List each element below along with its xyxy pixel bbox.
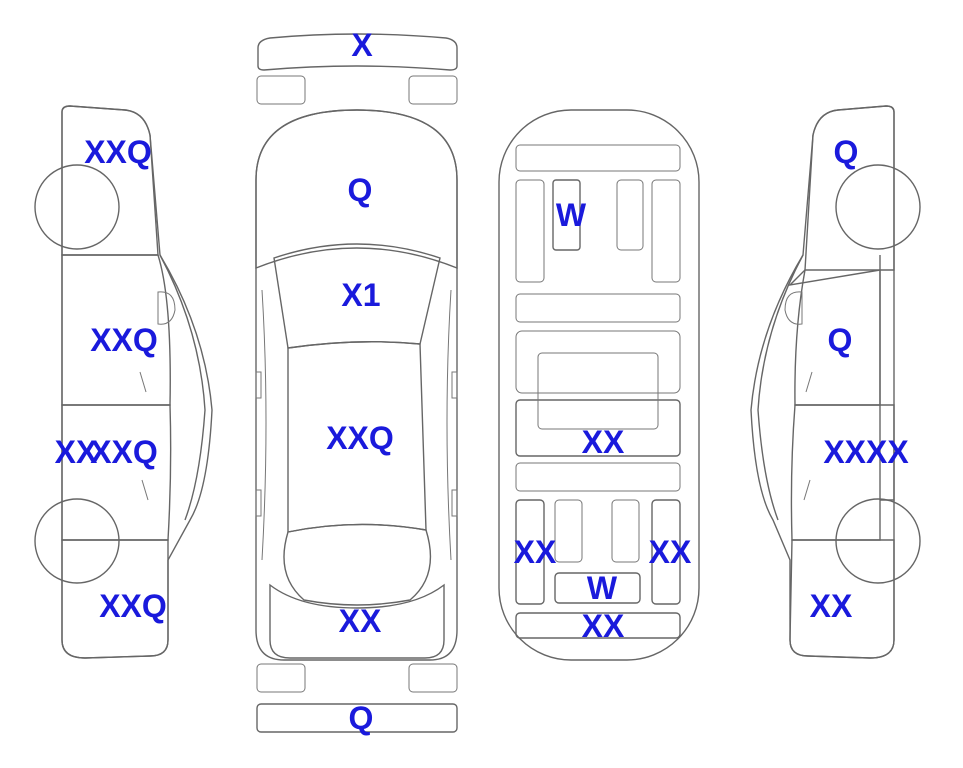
rear-left-taillight	[256, 663, 306, 693]
right-rear-door[interactable]	[790, 404, 895, 541]
left-rear-door-handle	[141, 479, 149, 501]
floor-rear-right-label: XX	[649, 534, 692, 570]
floor-rear-center-label: W	[587, 570, 618, 606]
left-side-body-outline	[61, 105, 213, 659]
right-rear-fender[interactable]	[789, 539, 895, 659]
right-rear-door-label: XXXX	[823, 434, 909, 470]
front-left-headlight	[256, 75, 306, 105]
rear-bumper-label: Q	[349, 700, 374, 736]
left-rear-door[interactable]	[61, 404, 172, 541]
floor-rear-crossbar	[515, 462, 681, 492]
front-bumper-label: X	[351, 27, 373, 63]
trunk-label: XX	[339, 603, 382, 639]
floor-center[interactable]	[515, 399, 681, 457]
left-side-line	[261, 289, 267, 561]
left-side-window-outline	[159, 254, 206, 521]
floor-center-tunnel	[537, 352, 659, 430]
left-mirror-top	[255, 371, 262, 399]
left-rear-door-label: XXQ	[90, 434, 158, 470]
right-rear-door-handle	[803, 479, 811, 501]
floor-front-left[interactable]	[552, 179, 581, 251]
left-front-door-handle	[139, 371, 147, 393]
left-rear-wheel	[34, 498, 120, 584]
floor-rear-right[interactable]	[651, 499, 681, 605]
floor-rear-panel-label: XX	[582, 608, 625, 644]
rear-right-taillight	[408, 663, 458, 693]
floor-center-frame	[515, 330, 681, 394]
left-front-fender-label: XXQ	[84, 134, 152, 170]
hood[interactable]	[255, 109, 458, 270]
rear-bumper[interactable]	[256, 703, 458, 733]
right-side-line	[446, 289, 452, 561]
left-rear-fender[interactable]	[61, 539, 169, 659]
hood-label: Q	[348, 172, 373, 208]
right-rear-fender-label: XX	[810, 588, 853, 624]
windshield-label: X1	[341, 277, 380, 313]
top-view: X Q X1 XXQ XX Q	[255, 27, 458, 736]
floor-rear-left-member	[554, 499, 583, 563]
floor-mid-crossbar	[515, 293, 681, 323]
right-side-view: Q Q XXXX XX	[750, 105, 921, 659]
floor-view: W XX XX XX W XX	[498, 109, 700, 661]
right-front-door-label: Q	[828, 322, 853, 358]
floor-rear-panel[interactable]	[515, 612, 681, 639]
left-side-mirror	[157, 291, 176, 325]
front-right-headlight	[408, 75, 458, 105]
right-front-fender[interactable]	[787, 105, 895, 287]
right-front-wheel	[835, 164, 921, 250]
floor-rear-right-member	[611, 499, 640, 563]
floor-center-label: XX	[582, 424, 625, 460]
floor-front-crossbar	[515, 144, 681, 172]
right-front-door-handle	[805, 371, 813, 393]
trunk[interactable]	[269, 583, 445, 659]
floor-rear-left-label: XX	[514, 534, 557, 570]
floor-rear-left[interactable]	[515, 499, 545, 605]
roof-label: XXQ	[326, 420, 394, 456]
floor-outline	[498, 109, 700, 661]
floor-rear-center[interactable]	[554, 572, 641, 604]
right-rear-wheel	[835, 498, 921, 584]
right-front-fender-label: Q	[834, 134, 859, 170]
right-mirror-top	[451, 371, 458, 399]
right-side-window-outline	[757, 254, 804, 521]
right-handle-top	[451, 489, 458, 517]
left-rear-door-extra-label: XX	[55, 434, 98, 470]
front-bumper[interactable]	[257, 33, 458, 71]
right-side-mirror	[784, 291, 803, 325]
floor-front-rail-right	[651, 179, 681, 283]
left-front-door-label: XXQ	[90, 322, 158, 358]
rear-window	[283, 523, 432, 606]
right-side-body-outline	[750, 105, 895, 659]
left-handle-top	[255, 489, 262, 517]
left-side-view: XXQ XXQ XX XXQ XXQ	[34, 105, 213, 659]
floor-front-right-member	[616, 179, 644, 251]
floor-front-rail-left	[515, 179, 545, 283]
left-front-wheel	[34, 164, 120, 250]
left-rear-fender-label: XXQ	[99, 588, 167, 624]
left-front-fender[interactable]	[61, 105, 159, 256]
floor-front-left-label: W	[556, 197, 587, 233]
